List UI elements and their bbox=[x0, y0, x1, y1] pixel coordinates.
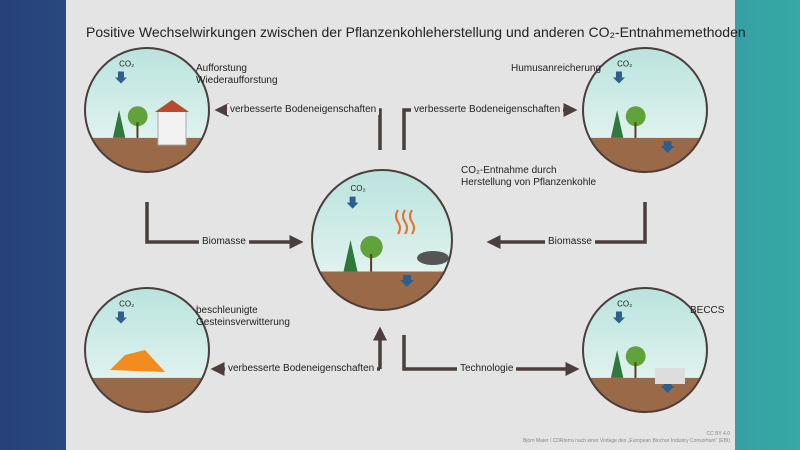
diagram-title: Positive Wechselwirkungen zwischen der P… bbox=[86, 24, 746, 40]
tree-icon bbox=[360, 235, 383, 259]
conifer-icon bbox=[112, 110, 126, 138]
source-credit: Björn Maier / CDRterra nach einer Vorlag… bbox=[522, 438, 730, 444]
credit: CC BY 4.0 Björn Maier / CDRterra nach ei… bbox=[523, 431, 730, 445]
edge-label-bl: verbesserte Bodeneigenschaften bbox=[225, 363, 378, 374]
carbon-storage-icon bbox=[660, 141, 675, 153]
arrow-right bbox=[486, 202, 647, 249]
edge-label-br: Technologie bbox=[457, 363, 517, 374]
edge-label-tr: verbesserte Bodeneigenschaften bbox=[411, 104, 564, 115]
arrow-left bbox=[145, 202, 304, 249]
scene-circle-br: CO₂ bbox=[582, 287, 708, 413]
edge-label-left: Biomasse bbox=[199, 236, 249, 247]
scene-circle-tl: CO₂ bbox=[84, 47, 210, 173]
co2-label: CO₂ bbox=[351, 184, 366, 193]
tree-icon bbox=[625, 346, 646, 367]
power-plant-icon bbox=[655, 368, 685, 384]
co2-label: CO₂ bbox=[119, 60, 134, 69]
scene-circle-center: CO₂ bbox=[311, 169, 453, 311]
tree-icon bbox=[127, 106, 148, 127]
scene-circle-tr: CO₂ bbox=[582, 47, 708, 173]
edge-label-right: Biomasse bbox=[545, 236, 595, 247]
heat-icon bbox=[409, 209, 415, 235]
node-label-top-left: Aufforstung Wiederaufforstung bbox=[196, 63, 278, 86]
heat-icon bbox=[395, 209, 401, 235]
co2-down-arrow-icon bbox=[346, 196, 359, 209]
tree-icon bbox=[625, 106, 646, 127]
arrow-br bbox=[402, 335, 580, 376]
carbon-storage-icon bbox=[400, 275, 414, 287]
node-label-center: CO₂-Entnahme durch Herstellung von Pflan… bbox=[461, 165, 597, 188]
co2-label: CO₂ bbox=[617, 300, 632, 309]
node-label-bottom-right: BECCS bbox=[690, 305, 725, 316]
co2-down-arrow-icon bbox=[612, 311, 625, 324]
edge-label-tl: verbesserte Bodeneigenschaften bbox=[227, 104, 380, 115]
house-icon bbox=[157, 109, 187, 146]
node-label-top-right: Humusanreicherung bbox=[511, 63, 602, 74]
conifer-icon bbox=[610, 110, 624, 138]
conifer-icon bbox=[343, 240, 358, 272]
excavator-icon bbox=[110, 350, 165, 372]
co2-label: CO₂ bbox=[617, 60, 632, 69]
co2-down-arrow-icon bbox=[114, 311, 127, 324]
co2-down-arrow-icon bbox=[114, 71, 127, 84]
co2-down-arrow-icon bbox=[612, 71, 625, 84]
arrow-tr bbox=[402, 103, 578, 150]
conifer-icon bbox=[610, 350, 624, 378]
node-label-bottom-left: beschleunigte Gesteinsverwitterung bbox=[196, 305, 290, 328]
heat-icon bbox=[402, 209, 408, 235]
co2-label: CO₂ bbox=[119, 300, 134, 309]
biochar-pile-icon bbox=[417, 251, 449, 265]
arrow-tl bbox=[214, 103, 382, 150]
license: CC BY 4.0 bbox=[706, 431, 730, 437]
